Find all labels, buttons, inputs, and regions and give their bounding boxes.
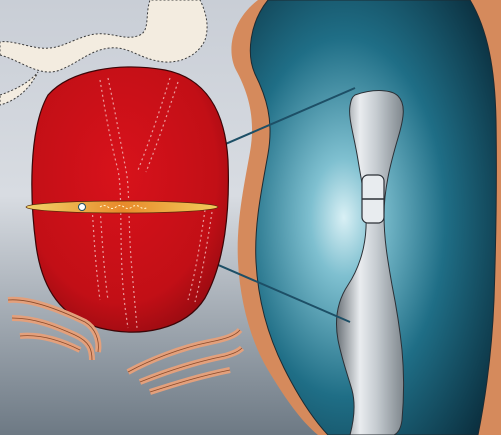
cross-section-band (26, 201, 218, 213)
capsule-marker (362, 175, 384, 223)
red-organ (32, 67, 229, 332)
